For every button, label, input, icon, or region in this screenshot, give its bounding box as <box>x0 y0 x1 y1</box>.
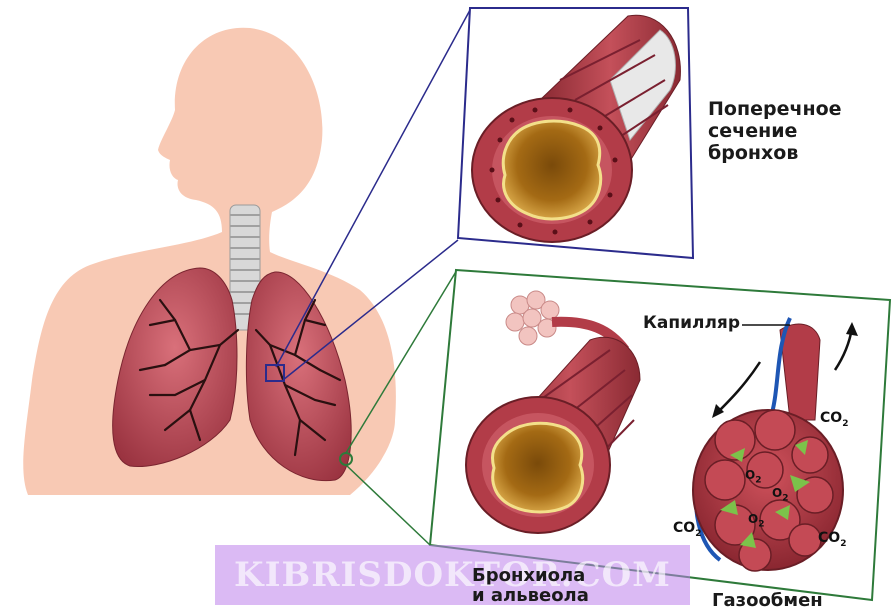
bronchiole-mucosa <box>492 423 582 512</box>
label-gas-exchange: Газообмен <box>712 590 823 611</box>
o2-text: O <box>745 468 755 482</box>
co2-subscript: 2 <box>695 529 701 539</box>
bronchus-cross-section-panel <box>458 8 693 258</box>
o2-subscript: 2 <box>782 493 788 503</box>
co2-text: CO <box>820 410 842 426</box>
co2-label: CO2 <box>820 410 848 429</box>
watermark-banner: KIBRISDOKTOR.COM <box>215 545 690 605</box>
watermark-text: KIBRISDOKTOR.COM <box>215 555 690 595</box>
label-cross-line-2: сечение <box>708 120 842 142</box>
label-cross-line-1: Поперечное <box>708 98 842 120</box>
label-capillary: Капилляр <box>643 313 740 333</box>
bronchus-mucosa <box>503 121 600 219</box>
co2-subscript: 2 <box>840 539 846 549</box>
label-cross-section: Поперечное сечение бронхов <box>708 98 842 164</box>
label-bronchiole-line-1: Бронхиола <box>472 566 589 586</box>
co2-text: CO <box>818 530 840 546</box>
co2-text: CO <box>673 520 695 536</box>
o2-text: O <box>772 486 782 500</box>
o2-label: O2 <box>772 486 788 503</box>
o2-text: O <box>748 512 758 526</box>
o2-subscript: 2 <box>755 475 761 485</box>
label-bronchiole-line-2: и альвеола <box>472 586 589 606</box>
o2-label: O2 <box>748 512 764 529</box>
co2-subscript: 2 <box>842 419 848 429</box>
label-cross-line-3: бронхов <box>708 142 842 164</box>
co2-label: CO2 <box>673 520 701 539</box>
o2-subscript: 2 <box>758 519 764 529</box>
label-bronchiole: Бронхиола и альвеола <box>472 566 589 606</box>
o2-label: O2 <box>745 468 761 485</box>
co2-label: CO2 <box>818 530 846 549</box>
